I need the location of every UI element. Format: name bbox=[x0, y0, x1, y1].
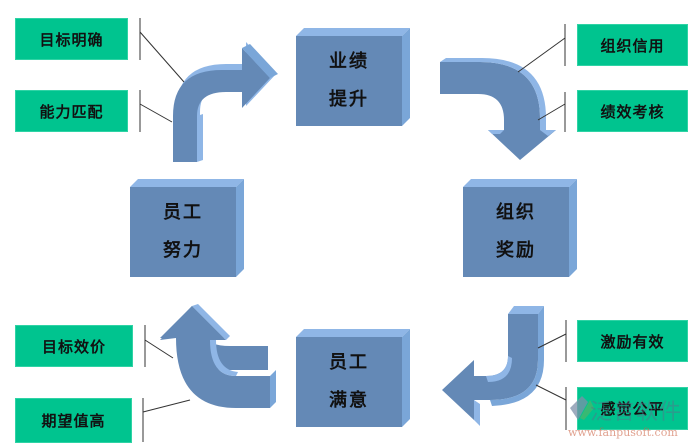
factor-clear-goals: 目标明确 bbox=[15, 18, 128, 60]
factor-org-credibility: 组织信用 bbox=[577, 24, 688, 66]
cycle-box-line-1: 业绩 bbox=[329, 51, 369, 72]
box-3d-edges bbox=[296, 28, 410, 126]
watermark: 泛普软件 www.fanpusoft.com bbox=[568, 392, 698, 442]
box-3d-edges bbox=[463, 179, 577, 277]
factor-ability-match: 能力匹配 bbox=[15, 90, 128, 132]
factor-performance-appraisal: 绩效考核 bbox=[577, 90, 688, 132]
cycle-box-line-2: 提升 bbox=[329, 89, 369, 110]
cycle-box-line-1: 员工 bbox=[329, 352, 369, 373]
cycle-box-org-reward: 组织 奖励 bbox=[463, 179, 577, 277]
brand-logo-icon bbox=[570, 396, 594, 420]
arrow-effort-to-performance bbox=[173, 42, 278, 162]
cycle-box-line-1: 组织 bbox=[496, 202, 536, 223]
cycle-box-line-2: 奖励 bbox=[496, 240, 536, 261]
bracket-lines bbox=[139, 18, 567, 442]
cycle-box-line-2: 满意 bbox=[329, 390, 369, 411]
arrow-performance-to-reward bbox=[440, 58, 556, 160]
watermark-url: www.fanpusoft.com bbox=[568, 426, 678, 439]
cycle-box-employee-satisfaction: 员工 满意 bbox=[296, 329, 410, 427]
watermark-brand: 泛普软件 bbox=[590, 400, 683, 425]
factor-high-expectancy: 期望值高 bbox=[15, 398, 132, 443]
cycle-box-performance: 业绩 提升 bbox=[296, 28, 410, 126]
factor-goal-valence: 目标效价 bbox=[15, 325, 133, 367]
cycle-box-line-1: 员工 bbox=[163, 202, 203, 223]
cycle-box-employee-effort: 员工 努力 bbox=[130, 179, 244, 277]
factor-perceived-fairness: 感觉公平 bbox=[577, 387, 688, 430]
factor-effective-incentive: 激励有效 bbox=[577, 320, 688, 362]
box-3d-edges bbox=[296, 329, 410, 427]
arrow-reward-to-satisfaction bbox=[442, 306, 544, 426]
cycle-box-line-2: 努力 bbox=[163, 240, 203, 261]
box-3d-edges bbox=[130, 179, 244, 277]
arrow-satisfaction-to-effort bbox=[160, 304, 276, 408]
